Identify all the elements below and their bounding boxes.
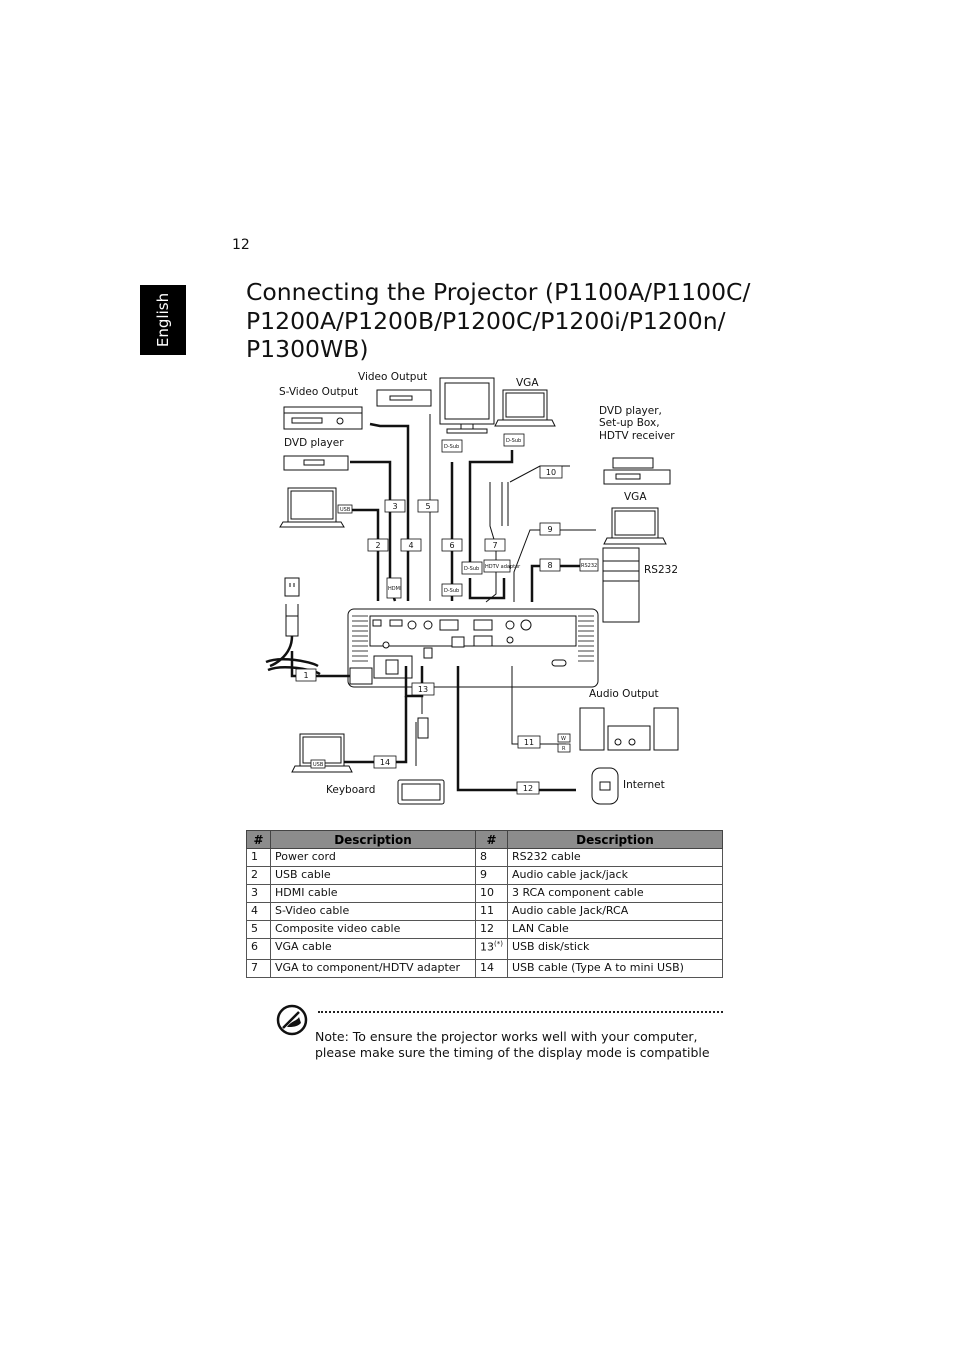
page-title: Connecting the Projector (P1100A/P1100C/… [246, 278, 751, 363]
header-desc-1: Description [270, 830, 476, 849]
table-row: 2 USB cable 9 Audio cable jack/jack [246, 866, 724, 885]
table-header-row: # Description # Description [246, 830, 724, 849]
svg-text:13: 13 [418, 685, 428, 694]
table-row: 1 Power cord 8 RS232 cable [246, 848, 724, 867]
callout-7: 7 [484, 538, 506, 552]
vga-adapter-bracket [468, 578, 506, 600]
rs232-cable [530, 564, 580, 602]
note-label: Note: [315, 1029, 349, 1044]
usb-stick-cable [404, 666, 424, 698]
table-row: 4 S-Video cable 11 Audio cable Jack/RCA [246, 902, 724, 921]
connection-diagram: .lbl { font-size:10.5px; fill:#111; } .t… [240, 366, 700, 820]
usb-tag-mini: USB [313, 762, 324, 768]
projector [347, 608, 599, 688]
laptop-mini-usb [291, 733, 353, 773]
keyboard-label: Keyboard [326, 784, 375, 796]
dvd-setup-label-2: Set-up Box, [599, 417, 660, 429]
svg-text:2: 2 [375, 541, 380, 550]
table-row: 5 Composite video cable 12 LAN Cable [246, 920, 724, 939]
note-divider [318, 1011, 723, 1013]
svg-text:5: 5 [425, 502, 430, 511]
table-row: 3 HDMI cable 10 3 RCA component cable [246, 884, 724, 903]
dvd-setup-label-1: DVD player, [599, 405, 662, 417]
table-row: 7 VGA to component/HDTV adapter 14 USB c… [246, 959, 724, 978]
header-num-1: # [246, 830, 271, 849]
dsub-tag-projector: D-Sub [444, 588, 459, 594]
callout-9: 9 [539, 522, 561, 536]
audio-output-label: Audio Output [589, 688, 659, 700]
dvd-setup-label-3: HDTV receiver [599, 430, 675, 442]
dsub-tag-laptop: D-Sub [506, 438, 521, 444]
vga-laptop-label: VGA [624, 491, 647, 503]
vga-cable-laptop [468, 450, 514, 562]
keyboard-cable [415, 696, 423, 766]
svg-text:1: 1 [303, 671, 308, 680]
usb-tag-laptop: USB [340, 507, 351, 513]
header-num-2: # [475, 830, 508, 849]
laptop-top [494, 389, 556, 427]
svg-text:4: 4 [408, 541, 413, 550]
svg-text:10: 10 [546, 468, 556, 477]
s-video-cable [369, 422, 410, 601]
hdtv-adapter-tag: HDTV adapter [485, 564, 521, 570]
usb-stick-device [417, 717, 429, 739]
cable-legend-table: # Description # Description 1 Power cord… [246, 830, 724, 978]
callout-8: 8 [539, 558, 561, 572]
rs232-tag: RS232 [581, 563, 597, 569]
rs232-label: RS232 [644, 564, 678, 576]
pc-tower [602, 547, 640, 623]
set-top-box-device [603, 457, 671, 485]
language-tab: English [140, 285, 186, 355]
callout-13: 13 [411, 682, 435, 696]
callout-6: 6 [441, 538, 463, 552]
dsub-tag-adapter: D-Sub [464, 566, 479, 572]
callout-2: 2 [367, 538, 389, 552]
svg-text:3: 3 [392, 502, 397, 511]
keyboard-device [397, 779, 445, 805]
laptop-right [603, 507, 667, 545]
video-output-label: Video Output [358, 371, 427, 383]
r-tag: R [562, 746, 566, 752]
vcr-device [376, 389, 432, 407]
speakers-device [579, 707, 679, 751]
note-text: Note: To ensure the projector works well… [315, 1029, 735, 1061]
svg-text:12: 12 [523, 784, 533, 793]
page-number: 12 [232, 237, 250, 253]
note-icon [275, 1003, 309, 1041]
note-body: To ensure the projector works well with … [315, 1029, 710, 1060]
s-video-output-label: S-Video Output [279, 386, 358, 398]
callout-14: 14 [373, 755, 397, 769]
power-outlet [265, 577, 373, 685]
laptop-usb [279, 487, 345, 528]
dvd-player-device-top [283, 406, 363, 430]
svg-text:14: 14 [380, 758, 390, 767]
wall-jack [591, 767, 619, 805]
w-tag: W [561, 736, 566, 742]
internet-label: Internet [623, 779, 665, 791]
callout-11: 11 [517, 735, 541, 749]
hdmi-tag: HDMI [388, 586, 401, 592]
usb-cable [344, 508, 380, 601]
callout-10: 10 [539, 465, 563, 479]
callout-3: 3 [384, 499, 406, 513]
dsub-tag-monitor: D-Sub [444, 444, 459, 450]
callout-4: 4 [400, 538, 422, 552]
table-row: 6 VGA cable 13(*) USB disk/stick [246, 938, 724, 960]
dvd-player-label: DVD player [284, 437, 344, 449]
header-desc-2: Description [506, 830, 724, 849]
callout-5: 5 [417, 499, 439, 513]
vga-top-label: VGA [516, 377, 539, 389]
svg-text:9: 9 [547, 525, 552, 534]
monitor-device [439, 377, 495, 434]
svg-text:6: 6 [449, 541, 454, 550]
svg-text:11: 11 [524, 738, 534, 747]
language-tab-label: English [154, 292, 172, 348]
audio-rca-cable [511, 666, 566, 745]
svg-text:8: 8 [547, 561, 552, 570]
dvd-player-device [283, 455, 349, 471]
svg-text:7: 7 [492, 541, 497, 550]
audio-jack-cable [513, 529, 596, 602]
callout-12: 12 [516, 781, 540, 795]
callout-1: 1 [295, 668, 317, 682]
